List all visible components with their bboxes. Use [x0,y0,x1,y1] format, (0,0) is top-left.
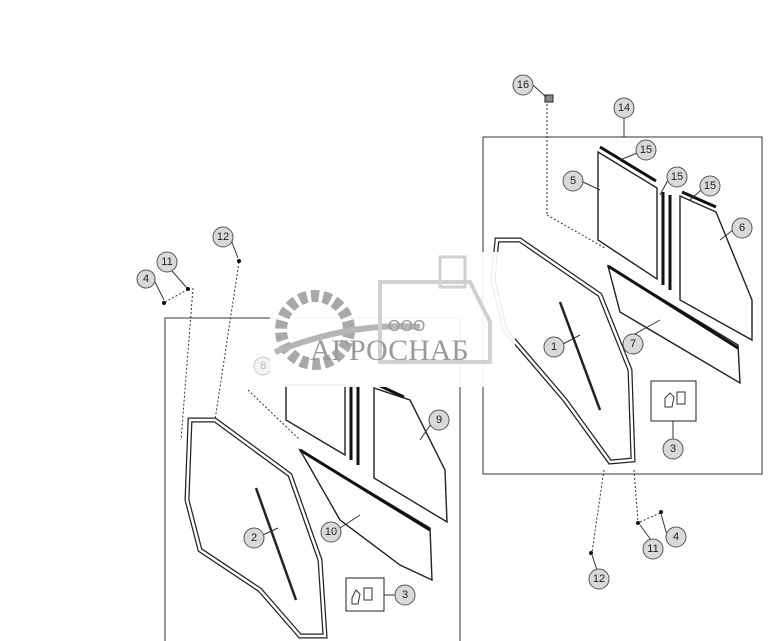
svg-text:8: 8 [260,360,266,372]
callout-11-right: 11 [642,538,664,560]
callout-15c: 15 [699,175,721,197]
callout-3-right: 3 [662,438,684,460]
svg-text:4: 4 [673,531,679,543]
callout-5: 5 [562,170,584,192]
glass-panel-5 [597,150,658,281]
svg-text:7: 7 [630,338,636,350]
callout-2: 2 [243,527,265,549]
svg-text:6: 6 [739,222,745,234]
svg-text:11: 11 [647,543,658,555]
lower-panel-7 [606,264,741,385]
callout-15a: 15 [635,139,657,161]
svg-text:16: 16 [517,79,529,91]
svg-text:15: 15 [640,144,652,156]
glass-panel-6 [679,194,753,342]
svg-text:1: 1 [551,341,557,353]
callout-14: 14 [613,97,635,119]
svg-text:2: 2 [251,532,257,544]
callout-4-left: 4 [136,269,156,289]
callout-12-right: 12 [588,568,610,590]
callout-15b: 15 [666,166,688,188]
svg-text:15: 15 [704,180,716,192]
callout-7: 7 [622,333,644,355]
callout-4-right: 4 [665,526,687,548]
svg-text:9: 9 [436,414,442,426]
glass-panel-left [373,387,448,524]
callout-12-left: 12 [212,226,234,248]
watermark-name: АГРОСНАБ [310,334,469,367]
svg-text:11: 11 [161,256,172,268]
svg-text:15: 15 [671,171,683,183]
gear-combine-logo-icon [273,255,492,370]
callout-3-left: 3 [394,584,416,606]
svg-text:12: 12 [217,231,229,243]
svg-text:3: 3 [402,589,408,601]
callout-1: 1 [543,336,565,358]
svg-text:4: 4 [143,273,149,285]
watermark-prefix: ООО [388,318,426,335]
svg-text:3: 3 [670,443,676,455]
svg-text:10: 10 [325,526,337,538]
callout-11-left: 11 [156,251,178,273]
svg-text:12: 12 [593,573,605,585]
svg-text:14: 14 [618,102,630,114]
callout-10: 10 [320,521,342,543]
watermark-logo: ООО АГРОСНАБ [270,252,515,387]
callout-16: 16 [512,74,534,96]
callout-9: 9 [428,409,450,431]
callout-6: 6 [731,217,753,239]
svg-text:5: 5 [570,175,576,187]
